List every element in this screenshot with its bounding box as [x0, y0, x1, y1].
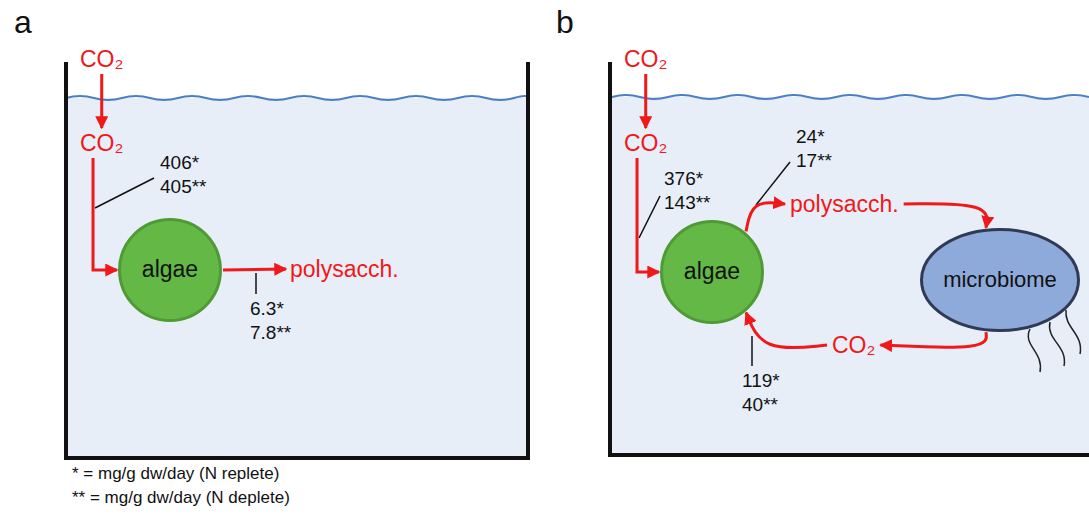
- panel-letter: a: [14, 4, 32, 41]
- flux-arrow: [644, 74, 647, 128]
- rate-value: 143**: [664, 192, 711, 214]
- flux-arrow: [100, 74, 103, 128]
- beaker-wall: [610, 62, 1089, 455]
- rate-value: 405**: [160, 176, 207, 198]
- leader-line: [756, 162, 790, 205]
- rate-value: 376*: [664, 168, 703, 190]
- chemical-label: CO₂: [80, 46, 123, 74]
- leader-line: [95, 178, 154, 208]
- flux-arrow: [637, 158, 659, 272]
- microbiome-cell: microbiome: [920, 228, 1080, 332]
- chemical-label: CO₂: [832, 332, 875, 360]
- flux-arrow: [746, 313, 827, 348]
- flux-arrow: [93, 158, 117, 270]
- water: [612, 97, 1089, 453]
- unit-note: ** = mg/g dw/day (N deplete): [72, 488, 290, 508]
- node-text: polysacch.: [790, 191, 899, 217]
- flux-arrow: [904, 204, 987, 228]
- rate-value: 6.3*: [250, 298, 284, 320]
- node-text: CO₂: [80, 130, 123, 156]
- water-surface: [66, 96, 528, 100]
- leader-line: [639, 196, 660, 238]
- panel-letter: b: [556, 4, 574, 41]
- flux-arrow: [880, 332, 986, 347]
- chemical-label: CO₂: [624, 46, 667, 74]
- flux-arrow: [223, 269, 286, 270]
- leader-line: [255, 273, 257, 294]
- node-text: polysacch.: [290, 256, 399, 282]
- chemical-label: CO₂: [624, 130, 667, 158]
- cell-body: [120, 220, 221, 321]
- chemical-label: polysacch.: [290, 256, 399, 284]
- rate-value: 7.8**: [250, 322, 291, 344]
- water-surface: [612, 95, 1089, 99]
- rate-value: 17**: [796, 150, 832, 172]
- algae-cell: algae: [118, 218, 222, 322]
- algae-cell: algae: [660, 220, 764, 324]
- flagellum: [1066, 310, 1081, 354]
- node-text: CO₂: [832, 332, 875, 358]
- rate-value: 40**: [742, 394, 778, 416]
- flagellum: [1050, 322, 1065, 366]
- node-text: microbiome: [943, 267, 1057, 293]
- node-text: CO₂: [624, 130, 667, 156]
- node-text: CO₂: [624, 46, 667, 72]
- rate-value: 406*: [160, 152, 199, 174]
- rate-value: 119*: [742, 370, 780, 392]
- node-text: algae: [684, 258, 740, 286]
- node-text: CO₂: [80, 46, 123, 72]
- cell-body: [662, 222, 763, 323]
- water: [66, 98, 528, 458]
- chemical-label: CO₂: [80, 130, 123, 158]
- unit-note: * = mg/g dw/day (N replete): [72, 464, 279, 484]
- leader-line: [751, 336, 753, 366]
- cell-body: [922, 230, 1079, 331]
- chemical-label: polysacch.: [790, 191, 899, 219]
- flagellum: [1028, 329, 1040, 372]
- flux-arrow: [746, 203, 785, 232]
- beaker-wall: [66, 62, 528, 458]
- rate-value: 24*: [796, 126, 825, 148]
- node-text: algae: [142, 256, 198, 284]
